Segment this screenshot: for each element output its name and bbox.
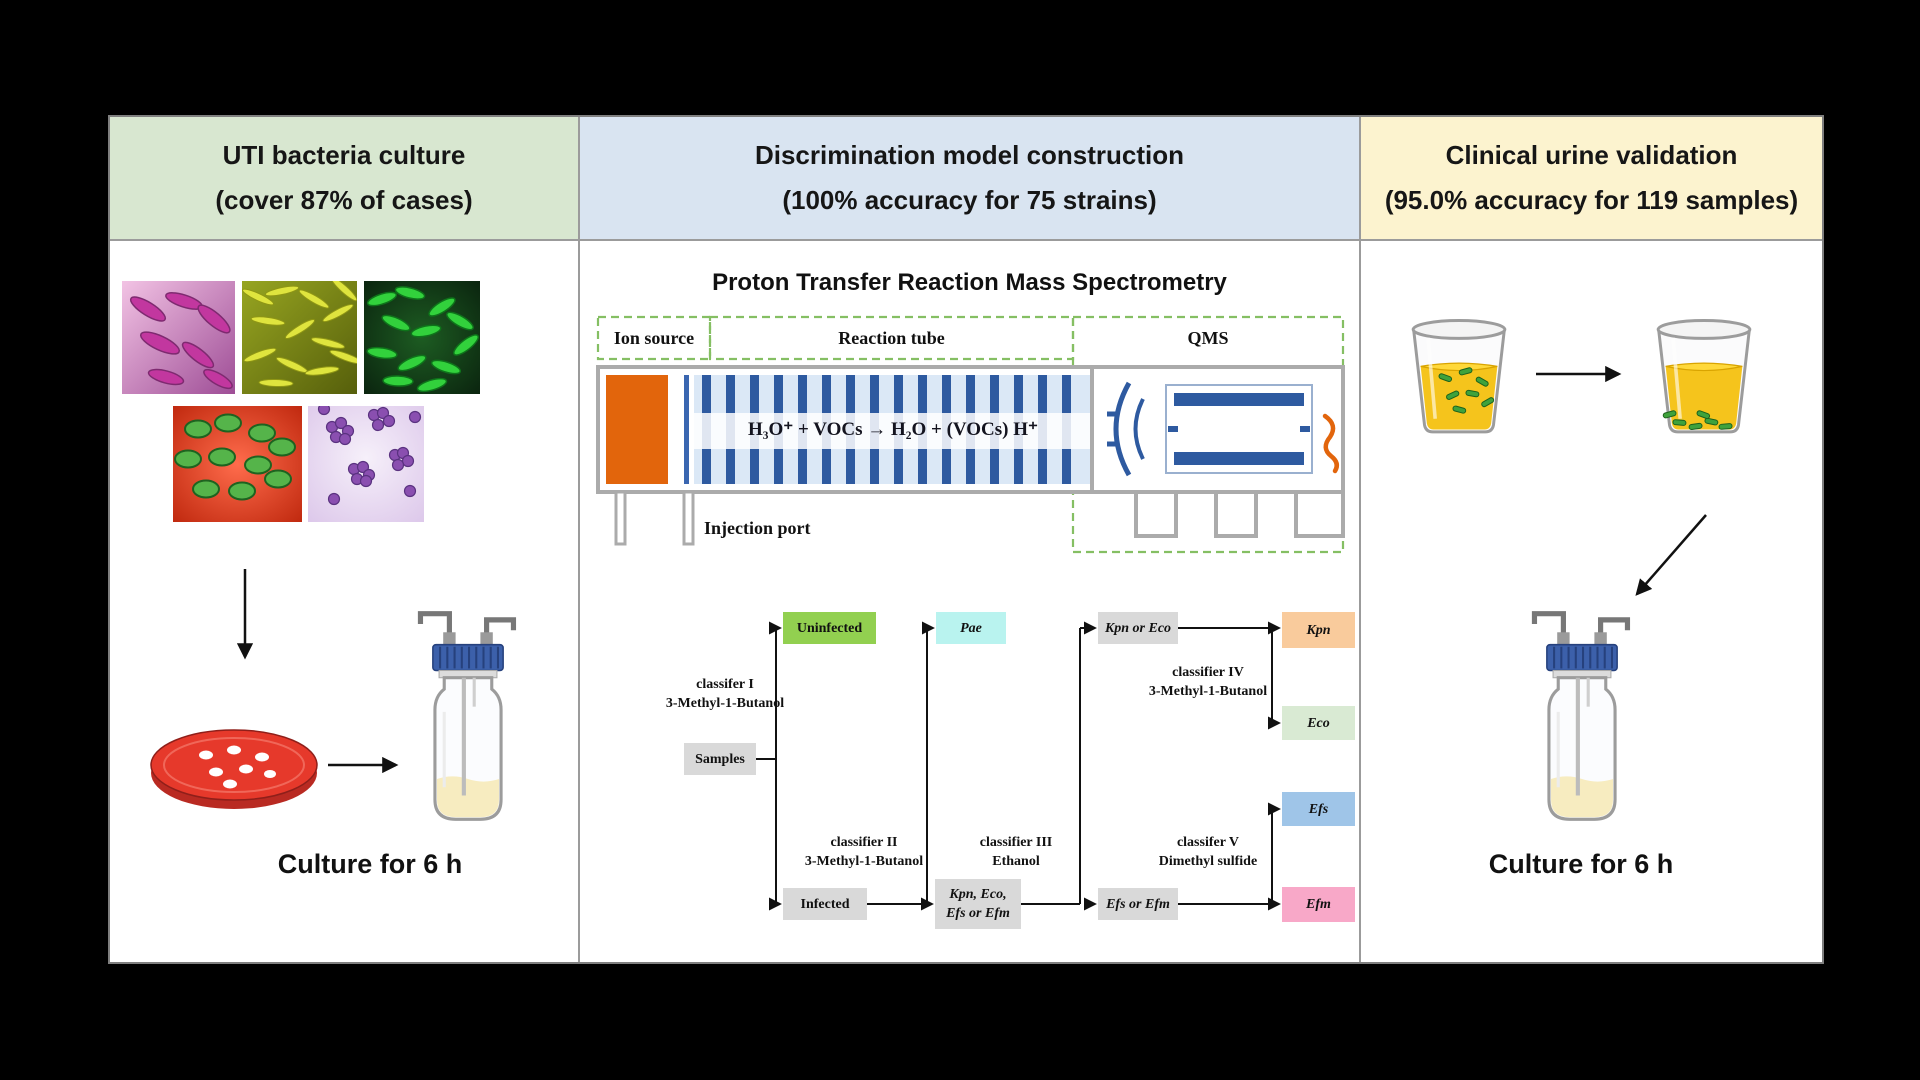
left-caption: Culture for 6 h xyxy=(277,849,463,879)
classifier2-line1: classifier II xyxy=(830,835,898,850)
right-caption: Culture for 6 h xyxy=(1488,849,1674,879)
uninfected-box: Uninfected xyxy=(783,612,876,644)
qms-legs xyxy=(1134,492,1345,538)
eco-result-box: Eco xyxy=(1282,706,1355,740)
flowchart-connectors xyxy=(756,621,1281,911)
bacteria-image-5 xyxy=(308,406,424,522)
classifier3-label: classifier III Ethanol xyxy=(958,833,1074,871)
bacteria-settled xyxy=(1662,410,1733,430)
classifier3-line2: Ethanol xyxy=(992,854,1040,869)
infected-group-line1: Kpn, Eco, xyxy=(949,887,1007,902)
left-panel-graphics xyxy=(122,281,580,962)
efs-result-box: Efs xyxy=(1282,792,1355,826)
urine-cup-raw xyxy=(1411,318,1507,434)
bacteria-image-4 xyxy=(173,406,302,522)
figure-frame: UTI bacteria culture (cover 87% of cases… xyxy=(108,115,1824,964)
culture-bottle-left xyxy=(420,614,513,820)
middle-panel-subtitle: (100% accuracy for 75 strains) xyxy=(782,185,1157,215)
classifier4-line1: classifier IV xyxy=(1172,665,1244,680)
bacteria-suspended xyxy=(1438,367,1495,414)
classifier5-line1: classifer V xyxy=(1176,835,1240,850)
instrument-legs xyxy=(614,490,695,546)
bacteria-image-3 xyxy=(364,281,480,394)
classifier4-label: classifier IV 3-Methyl-1-Butanol xyxy=(1138,663,1278,701)
culture-bottle-right xyxy=(1534,614,1627,820)
classifier5-line2: Dimethyl sulfide xyxy=(1158,854,1258,869)
qms-ion-optics xyxy=(1107,381,1145,477)
middle-panel-graphics xyxy=(596,315,1345,911)
classifier2-line2: 3-Methyl-1-Butanol xyxy=(804,854,924,869)
right-panel-graphics xyxy=(1411,318,1752,962)
petri-dish xyxy=(150,729,318,809)
classifier2-label: classifier II 3-Methyl-1-Butanol xyxy=(802,833,926,871)
pae-box: Pae xyxy=(936,612,1006,644)
classifier5-label: classifer V Dimethyl sulfide xyxy=(1138,833,1278,871)
injection-port-label: Injection port xyxy=(704,517,811,538)
samples-box: Samples xyxy=(684,743,756,775)
efm-result-box: Efm xyxy=(1282,887,1355,922)
reaction-formula: H₃O⁺ + VOCs → H₂O + (VOCs) H⁺ xyxy=(747,419,1039,440)
detector-coil xyxy=(1322,413,1340,474)
reaction-tube-label: Reaction tube xyxy=(838,327,945,348)
efs-or-efm-box: Efs or Efm xyxy=(1098,888,1178,920)
middle-panel-title: Discrimination model construction xyxy=(754,140,1185,170)
formula-band xyxy=(694,413,1090,449)
panel-clinical-validation: Clinical urine validation (95.0% accurac… xyxy=(1361,117,1822,962)
ptrms-title: Proton Transfer Reaction Mass Spectromet… xyxy=(712,269,1227,296)
panel-uti-bacteria-culture: UTI bacteria culture (cover 87% of cases… xyxy=(110,117,580,962)
left-panel-header: UTI bacteria culture (cover 87% of cases… xyxy=(110,117,578,241)
ion-source-block xyxy=(606,375,668,484)
classifier4-line2: 3-Methyl-1-Butanol xyxy=(1148,684,1268,699)
infected-group-box: Kpn, Eco, Efs or Efm xyxy=(935,879,1021,929)
right-panel-subtitle: (95.0% accuracy for 119 samples) xyxy=(1384,185,1799,215)
bacteria-image-2 xyxy=(242,281,357,394)
right-panel-header: Clinical urine validation (95.0% accurac… xyxy=(1361,117,1822,241)
middle-panel-header: Discrimination model construction (100% … xyxy=(580,117,1359,241)
panel-discrimination-model: Discrimination model construction (100% … xyxy=(580,117,1361,962)
ptrms-dashed-outline xyxy=(596,315,1345,554)
left-panel-subtitle: (cover 87% of cases) xyxy=(215,185,473,215)
arrow-to-bottle-diagonal xyxy=(1635,514,1707,596)
qms-label: QMS xyxy=(1187,327,1229,348)
kpn-result-box: Kpn xyxy=(1282,612,1355,648)
classifier3-line1: classifier III xyxy=(979,835,1053,850)
bacteria-image-1 xyxy=(122,281,235,394)
classifier1-label: classifer I 3-Methyl-1-Butanol xyxy=(640,675,810,713)
kpn-or-eco-box: Kpn or Eco xyxy=(1098,612,1178,644)
ion-source-label: Ion source xyxy=(613,327,695,348)
classifier1-line2: 3-Methyl-1-Butanol xyxy=(665,696,785,711)
infected-group-line2: Efs or Efm xyxy=(946,906,1010,921)
quadrupole-rods xyxy=(1168,393,1310,465)
extraction-lens xyxy=(684,375,689,484)
infected-box: Infected xyxy=(783,888,867,920)
classifier1-line1: classifer I xyxy=(696,677,754,692)
left-panel-title: UTI bacteria culture xyxy=(222,140,466,170)
right-panel-title: Clinical urine validation xyxy=(1445,140,1738,170)
